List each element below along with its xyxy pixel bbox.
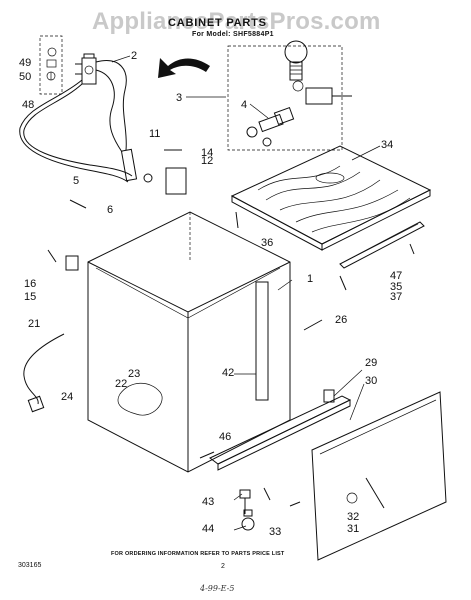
callout-32: 32 xyxy=(347,511,359,523)
callout-1: 1 xyxy=(307,273,313,285)
callout-5: 5 xyxy=(73,175,79,187)
callout-16: 16 xyxy=(24,278,36,290)
callout-3: 3 xyxy=(176,92,182,104)
callout-33: 33 xyxy=(269,526,281,538)
callout-4: 4 xyxy=(241,99,247,111)
callout-44: 44 xyxy=(202,523,214,535)
callout-48: 48 xyxy=(22,99,34,111)
handwritten-note: 4-99-E-5 xyxy=(200,584,235,593)
callout-42: 42 xyxy=(222,367,234,379)
callout-35: 35 xyxy=(390,281,402,293)
ordering-note: FOR ORDERING INFORMATION REFER TO PARTS … xyxy=(111,551,285,557)
direction-arrow xyxy=(158,58,210,78)
page-number: 2 xyxy=(221,563,225,570)
callout-22: 22 xyxy=(115,378,127,390)
callout-36: 36 xyxy=(261,237,273,249)
callout-47: 47 xyxy=(390,270,402,282)
callout-24: 24 xyxy=(61,391,73,403)
callout-26: 26 xyxy=(335,314,347,326)
callout-14: 14 xyxy=(201,147,213,159)
callout-43: 43 xyxy=(202,496,214,508)
callout-11: 11 xyxy=(149,128,160,140)
callout-labels: 2 49 50 48 3 4 34 11 14 12 5 6 36 1 16 1… xyxy=(19,50,402,538)
leveling-legs xyxy=(239,489,255,531)
model-label: For Model: SHF5884P1 xyxy=(192,31,274,38)
base-frame xyxy=(209,389,352,471)
fill-valve-assembly xyxy=(19,53,138,183)
callout-21: 21 xyxy=(28,318,40,330)
callout-6: 6 xyxy=(107,204,113,216)
callout-34: 34 xyxy=(381,139,393,151)
front-rail xyxy=(339,221,425,269)
callout-29: 29 xyxy=(365,357,377,369)
callout-30: 30 xyxy=(365,375,377,387)
callout-23: 23 xyxy=(128,368,140,380)
part-code: 303165 xyxy=(18,562,42,569)
access-panel xyxy=(311,391,447,561)
watermark: AppliancePartsPros.com xyxy=(92,8,381,35)
callout-49: 49 xyxy=(19,57,31,69)
callout-15: 15 xyxy=(24,291,36,303)
hardware xyxy=(47,149,415,507)
pump-inset xyxy=(227,40,352,151)
fitting-inset xyxy=(39,35,63,95)
cabinet-top-panel xyxy=(230,145,432,251)
callout-37: 37 xyxy=(390,291,402,303)
power-cord xyxy=(23,333,65,413)
page-title: CABINET PARTS xyxy=(168,17,267,29)
callout-2: 2 xyxy=(131,50,137,62)
leader-lines xyxy=(111,55,381,531)
callout-12: 12 xyxy=(201,155,213,167)
callout-46: 46 xyxy=(219,431,231,443)
callout-50: 50 xyxy=(19,71,31,83)
callout-31: 31 xyxy=(347,523,359,535)
cabinet-body xyxy=(87,211,291,473)
